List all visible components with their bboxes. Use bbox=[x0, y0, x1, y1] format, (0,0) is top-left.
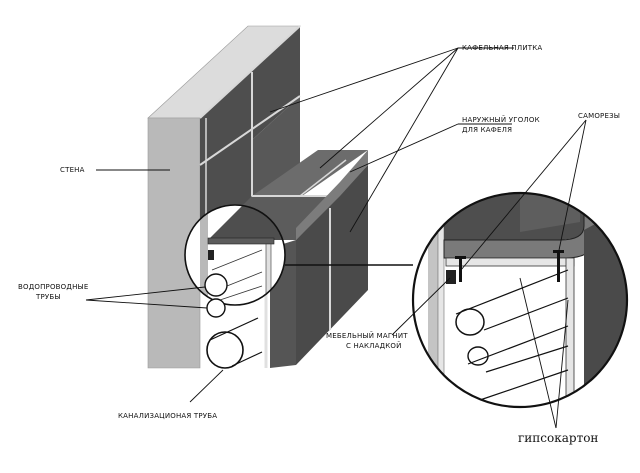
magnet-small-icon bbox=[208, 250, 214, 260]
label-screws: САМОРЕЗЫ bbox=[578, 112, 620, 120]
water-pipe-1-icon bbox=[204, 273, 228, 297]
sewer-pipe-icon bbox=[206, 331, 244, 369]
leader-lines bbox=[85, 47, 587, 429]
label-magnet-line2: С НАКЛАДКОЙ bbox=[346, 341, 402, 350]
label-sewer: КАНАЛИЗАЦИОНАЯ ТРУБА bbox=[118, 412, 217, 420]
detail-outline-zoom bbox=[411, 191, 629, 409]
sewer-pipe-body bbox=[209, 317, 263, 367]
label-corner-line2: ДЛЯ КАФЕЛЯ bbox=[462, 126, 512, 134]
screw-2-icon bbox=[557, 252, 560, 282]
magnet-icon bbox=[446, 270, 456, 284]
label-pipes-line1: ВОДОПРОВОДНЫЕ bbox=[18, 283, 89, 291]
wall bbox=[147, 25, 301, 369]
grout-line bbox=[199, 25, 301, 119]
label-tile: КАФЕЛЬНАЯ ПЛИТКА bbox=[462, 44, 542, 52]
detail-circle-small bbox=[184, 204, 286, 306]
label-wall: СТЕНА bbox=[60, 166, 85, 174]
label-pipes-line2: ТРУБЫ bbox=[35, 293, 61, 301]
box-right-top-edge bbox=[296, 150, 368, 240]
label-drywall: гипсокартон bbox=[518, 431, 598, 445]
label-corner-line1: НАРУЖНЫЙ УГОЛОК bbox=[462, 115, 540, 124]
box-top-face bbox=[252, 150, 368, 196]
water-pipe-2-icon bbox=[206, 298, 226, 318]
detail-outline-small bbox=[184, 204, 286, 306]
screw-1-icon bbox=[459, 258, 462, 282]
label-magnet-line1: МЕБЕЛЬНЫЙ МАГНИТ bbox=[326, 331, 408, 340]
tile-upper-left bbox=[200, 26, 300, 240]
labels: КАФЕЛЬНАЯ ПЛИТКА НАРУЖНЫЙ УГОЛОК ДЛЯ КАФ… bbox=[18, 44, 620, 445]
wall-side-face bbox=[147, 117, 201, 369]
pipes bbox=[204, 250, 263, 369]
detail-circle-zoom bbox=[411, 191, 629, 409]
grout-line bbox=[299, 159, 347, 197]
